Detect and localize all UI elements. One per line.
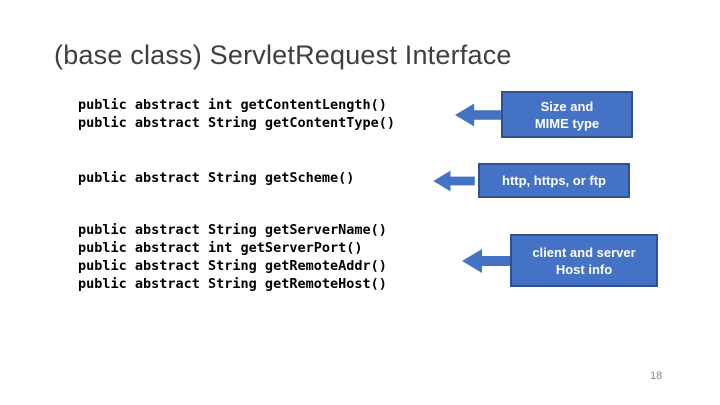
left-block-arrow-icon [462,248,510,273]
callout-scheme: http, https, or ftp [430,163,630,198]
callout-size-mime: Size and MIME type [455,91,633,138]
callout-label: client and server Host info [510,234,658,287]
callout-label: Size and MIME type [501,91,633,138]
code-block-scheme: public abstract String getScheme() [78,170,355,186]
slide-title: (base class) ServletRequest Interface [54,40,512,70]
left-block-arrow-icon [455,103,501,126]
callout-host-info: client and server Host info [462,234,658,287]
callout-label: http, https, or ftp [478,163,630,198]
code-block-content-length-type: public abstract int getContentLength() p… [78,97,395,131]
code-block-server-remote: public abstract String getServerName() p… [78,222,387,292]
left-block-arrow-icon [433,170,475,191]
page-number: 18 [650,370,663,382]
